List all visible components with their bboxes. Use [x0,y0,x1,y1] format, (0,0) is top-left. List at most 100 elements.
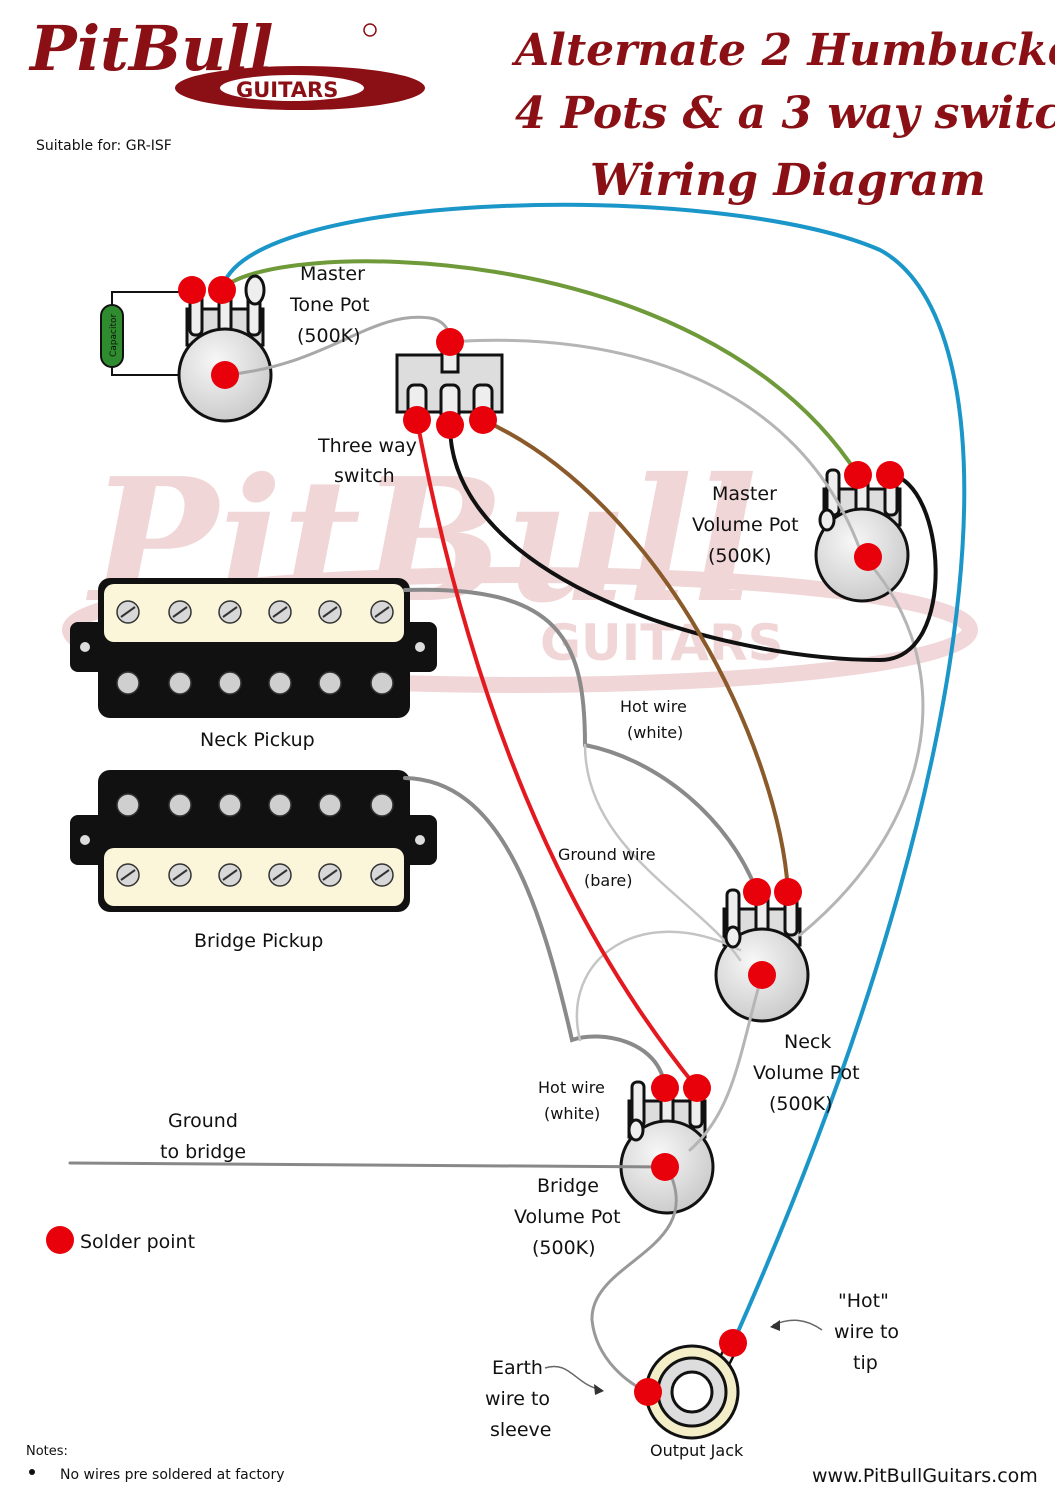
solder-point [651,1153,679,1181]
solder-point [876,461,904,489]
master-tone-pot [177,288,273,423]
pitbull-logo: PitBull GUITARS [28,12,425,110]
solder-point [403,406,431,434]
bridge-pickup-label: Bridge Pickup [194,930,323,952]
solder-point [651,1074,679,1102]
page-title: Alternate 2 Humbucker, 4 Pots & a 3 way … [511,25,1055,206]
solder-point [683,1074,711,1102]
solder-point [436,411,464,439]
capacitor: Capacitor [100,291,225,376]
brown-wire [481,418,790,894]
svg-text:4 Pots & a 3 way switch: 4 Pots & a 3 way switch [515,88,1055,139]
pole-piece [370,671,394,695]
logo-brand: PitBull [28,12,273,85]
master-volume-label: (500K) [708,545,772,567]
neck-ground-wire [583,743,742,962]
ground-lug [627,1118,645,1142]
solder-point [844,461,872,489]
earth-label: Earth [492,1357,543,1379]
earth-label: sleeve [490,1419,552,1441]
bridge-pickup [70,770,437,912]
solder-point [46,1226,74,1254]
solder-point [211,361,239,389]
bridge-volume-label: (500K) [532,1237,596,1259]
neck-volume-label: (500K) [769,1093,833,1115]
wires [68,202,967,1394]
master-volume-label: Master [712,483,777,505]
ground-lug [818,508,836,532]
solder-points [46,276,904,1406]
ground-lug [244,274,266,306]
neck-pickup [70,578,437,718]
hot-tip-label: wire to [834,1321,899,1343]
bridge-volume-label: Volume Pot [514,1206,621,1228]
legend-solder-label: Solder point [80,1231,195,1253]
pole-piece [218,671,242,695]
hot-tip-label: tip [853,1352,878,1374]
hot-wire-label: (white) [627,723,683,742]
logo-sub: GUITARS [236,78,338,102]
neck-volume-label: Neck [784,1031,831,1053]
ground-wire-label: Ground wire [558,845,656,864]
tone-pot-label: Tone Pot [289,294,370,316]
pole-piece [218,793,242,817]
earth-label: wire to [485,1388,550,1410]
ground-bridge-label: to bridge [160,1141,246,1163]
solder-point [469,406,497,434]
ground-to-bridge-wire [68,1161,669,1169]
pole-piece [168,671,192,695]
neck-volume-label: Volume Pot [753,1062,860,1084]
bridge-volume-label: Bridge [537,1175,599,1197]
solder-point [719,1329,747,1357]
solder-point [854,543,882,571]
master-volume-label: Volume Pot [692,514,799,536]
ground-bridge-label: Ground [168,1110,238,1132]
pole-piece [268,671,292,695]
svg-text:Wiring Diagram: Wiring Diagram [590,155,986,206]
solder-point [436,328,464,356]
pole-piece [116,793,140,817]
neck-pickup-label: Neck Pickup [200,729,315,751]
hot-tip-label: "Hot" [838,1290,889,1312]
green-wire [220,259,860,477]
pole-piece [318,671,342,695]
bridge-ground-wire [575,930,742,1042]
neck-volume-pot [714,888,810,1023]
neck-to-bridge-ground [688,973,764,1152]
jack-sleeve-wire [590,1165,678,1394]
solder-point [178,276,206,304]
hot-wire-label: Hot wire [538,1078,605,1097]
solder-point [634,1378,662,1406]
suitable-for: Suitable for: GR-ISF [36,138,172,154]
blue-wire [220,202,967,1345]
tone-pot-label: (500K) [297,325,361,347]
website-link[interactable]: www.PitBullGuitars.com [812,1465,1038,1487]
ground-wire-label: (bare) [584,871,633,890]
bridge-hot-wire [403,776,667,1090]
switch-to-volume-wire [448,338,864,557]
pole-piece [168,793,192,817]
pole-piece [116,671,140,695]
solder-point [748,961,776,989]
ground-lug [724,925,742,949]
svg-text:Capacitor: Capacitor [109,313,119,357]
svg-text:Alternate 2 Humbucker,: Alternate 2 Humbucker, [511,25,1055,76]
red-wire [415,418,699,1090]
solder-point [208,276,236,304]
black-wire [448,423,938,663]
hot-wire-label: Hot wire [620,697,687,716]
solder-point [774,878,802,906]
pole-piece [268,793,292,817]
note-item: No wires pre soldered at factory [60,1467,285,1483]
tone-pot-label: Master [300,263,365,285]
switch-label: Three way [317,435,417,457]
ground-chain-wire [798,553,925,937]
pole-piece [370,793,394,817]
solder-point [743,878,771,906]
pole-piece [318,793,342,817]
switch-label: switch [334,465,395,487]
notes-heading: Notes: [26,1444,68,1459]
output-jack-label: Output Jack [650,1441,744,1460]
hot-wire-label: (white) [544,1104,600,1123]
